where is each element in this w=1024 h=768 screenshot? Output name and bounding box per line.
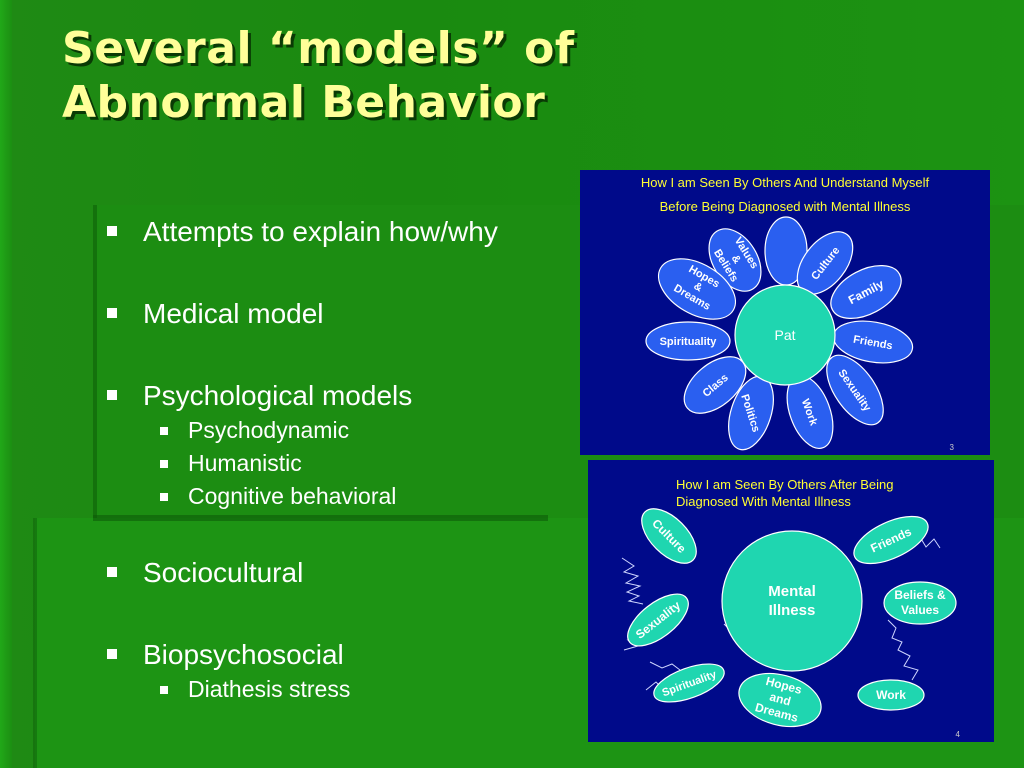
petal-family bbox=[830, 265, 902, 319]
bullet-square-icon bbox=[160, 493, 168, 501]
mental-illness-circle bbox=[721, 530, 863, 672]
center-label: Illness bbox=[769, 602, 816, 619]
spirituality-bubble bbox=[653, 663, 725, 703]
petal-spirituality bbox=[645, 321, 731, 361]
culture-bubble bbox=[641, 508, 697, 564]
work-bubble bbox=[857, 679, 925, 711]
shadow-line bbox=[93, 205, 97, 518]
sub-bullet-item: Humanistic bbox=[105, 447, 575, 480]
after-title-line1: How I am Seen By Others After Being bbox=[676, 477, 894, 492]
sub-bullet-item: Diathesis stress bbox=[105, 673, 575, 706]
before-title-line1: How I am Seen By Others And Understand M… bbox=[640, 175, 930, 190]
bubble-label: Beliefs & bbox=[894, 588, 946, 602]
left-edge-accent bbox=[0, 0, 12, 768]
bullet-label: Psychological models bbox=[143, 380, 413, 411]
hopes-dreams-bubble bbox=[738, 672, 822, 728]
sub-bullet-label: Diathesis stress bbox=[188, 676, 351, 702]
petal-label: Spirituality bbox=[660, 336, 718, 348]
petal-sexuality bbox=[826, 354, 884, 426]
bullet-label: Medical model bbox=[143, 298, 324, 329]
shadow-line bbox=[93, 515, 548, 521]
bullet-square-icon bbox=[160, 427, 168, 435]
bullet-square-icon bbox=[107, 649, 117, 659]
bullet-label: Attempts to explain how/why bbox=[143, 216, 498, 247]
sub-bullet-label: Psychodynamic bbox=[188, 417, 350, 443]
bubble-label: and bbox=[768, 690, 792, 709]
sub-bullet-item: Cognitive behavioral bbox=[105, 480, 575, 513]
bullet-item: Attempts to explain how/why bbox=[105, 214, 575, 250]
bullet-item: Sociocultural bbox=[105, 555, 575, 591]
sub-bullet-label: Cognitive behavioral bbox=[188, 483, 397, 509]
sub-bullet-label: Humanistic bbox=[188, 450, 302, 476]
bullet-square-icon bbox=[107, 226, 117, 236]
bubble-label: Work bbox=[876, 688, 906, 702]
broken-flower-diagram: Mental Illness Culture Friends Beliefs &… bbox=[621, 508, 957, 728]
bullet-item: Biopsychosocial bbox=[105, 637, 575, 673]
petal-hopes-dreams bbox=[657, 258, 737, 320]
bullet-label: Sociocultural bbox=[143, 557, 304, 588]
bubble-label: Values bbox=[901, 603, 939, 617]
after-diagnosis-image: How I am Seen By Others After Being Diag… bbox=[588, 460, 994, 742]
bullet-item: Medical model bbox=[105, 296, 575, 332]
page-number: 3 bbox=[949, 443, 954, 452]
bullet-square-icon bbox=[160, 460, 168, 468]
bullet-label: Biopsychosocial bbox=[143, 639, 344, 670]
beliefs-values-bubble bbox=[883, 581, 957, 625]
bullet-square-icon bbox=[160, 686, 168, 694]
slide-title-line2: Abnormal Behavior bbox=[62, 77, 546, 128]
bullet-square-icon bbox=[107, 567, 117, 577]
center-label: Pat bbox=[774, 327, 795, 343]
flower-diagram: Pat Values & Beliefs Culture Family Frie… bbox=[645, 216, 914, 451]
slide-title-line1: Several “models” of bbox=[62, 23, 575, 74]
shadow-line bbox=[33, 518, 37, 768]
page-number: 4 bbox=[955, 730, 960, 739]
slide-title: Several “models” of Abnormal Behavior bbox=[62, 22, 575, 130]
friends-bubble bbox=[853, 515, 929, 565]
sub-bullet-item: Psychodynamic bbox=[105, 414, 575, 447]
before-title-line2: Before Being Diagnosed with Mental Illne… bbox=[659, 199, 911, 214]
center-circle bbox=[734, 284, 836, 386]
bullet-item: Psychological models bbox=[105, 378, 575, 414]
before-diagnosis-image: How I am Seen By Others And Understand M… bbox=[580, 170, 990, 455]
center-label: Mental bbox=[768, 583, 816, 600]
bullet-square-icon bbox=[107, 390, 117, 400]
bullet-square-icon bbox=[107, 308, 117, 318]
after-title-line2: Diagnosed With Mental Illness bbox=[676, 494, 851, 509]
sexuality-bubble bbox=[627, 593, 689, 647]
bullet-list: Attempts to explain how/why Medical mode… bbox=[105, 214, 575, 706]
